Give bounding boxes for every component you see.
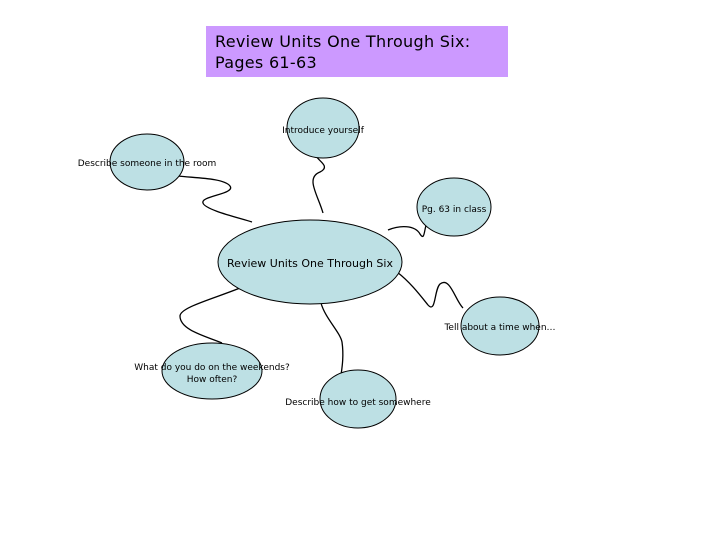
nodes: Review Units One Through Six Introduce yo… bbox=[78, 97, 556, 429]
node-weekends-bubble bbox=[161, 342, 263, 400]
connector-get-somewhere bbox=[320, 302, 344, 376]
title-line-2: Pages 61-63 bbox=[215, 53, 317, 72]
title-box: Review Units One Through Six: Pages 61-6… bbox=[206, 26, 508, 77]
center-node: Review Units One Through Six bbox=[217, 219, 403, 305]
node-pg-63-label: Pg. 63 in class bbox=[422, 205, 487, 215]
connector-describe-someone bbox=[177, 175, 253, 223]
center-node-bubble bbox=[217, 219, 403, 305]
node-get-somewhere: Describe how to get somewhere bbox=[285, 369, 431, 429]
node-pg-63-bubble bbox=[416, 177, 492, 237]
node-weekends-label: What do you do on the weekends? bbox=[134, 363, 290, 373]
connectors bbox=[177, 154, 464, 376]
node-get-somewhere-label: Describe how to get somewhere bbox=[285, 398, 431, 408]
node-pg-63: Pg. 63 in class bbox=[416, 177, 492, 237]
node-describe-someone: Describe someone in the room bbox=[78, 133, 217, 191]
node-weekends-label: How often? bbox=[187, 375, 238, 385]
node-introduce-yourself-bubble bbox=[286, 97, 360, 159]
center-node-label: Review Units One Through Six bbox=[227, 257, 393, 270]
node-describe-someone-bubble bbox=[109, 133, 185, 191]
node-introduce-yourself-label: Introduce yourself bbox=[282, 126, 365, 136]
connector-introduce-yourself bbox=[312, 154, 326, 214]
title-line-1: Review Units One Through Six: bbox=[215, 32, 471, 51]
connector-weekends bbox=[179, 281, 255, 344]
node-tell-about-time: Tell about a time when… bbox=[443, 296, 556, 356]
node-tell-about-time-bubble bbox=[460, 296, 540, 356]
connector-pg-63 bbox=[387, 222, 428, 238]
node-describe-someone-label: Describe someone in the room bbox=[78, 159, 217, 169]
connector-tell-about-time bbox=[396, 271, 464, 309]
node-weekends: What do you do on the weekends? How often… bbox=[134, 342, 290, 400]
node-tell-about-time-label: Tell about a time when… bbox=[443, 323, 555, 333]
node-introduce-yourself: Introduce yourself bbox=[282, 97, 365, 159]
node-get-somewhere-bubble bbox=[319, 369, 397, 429]
